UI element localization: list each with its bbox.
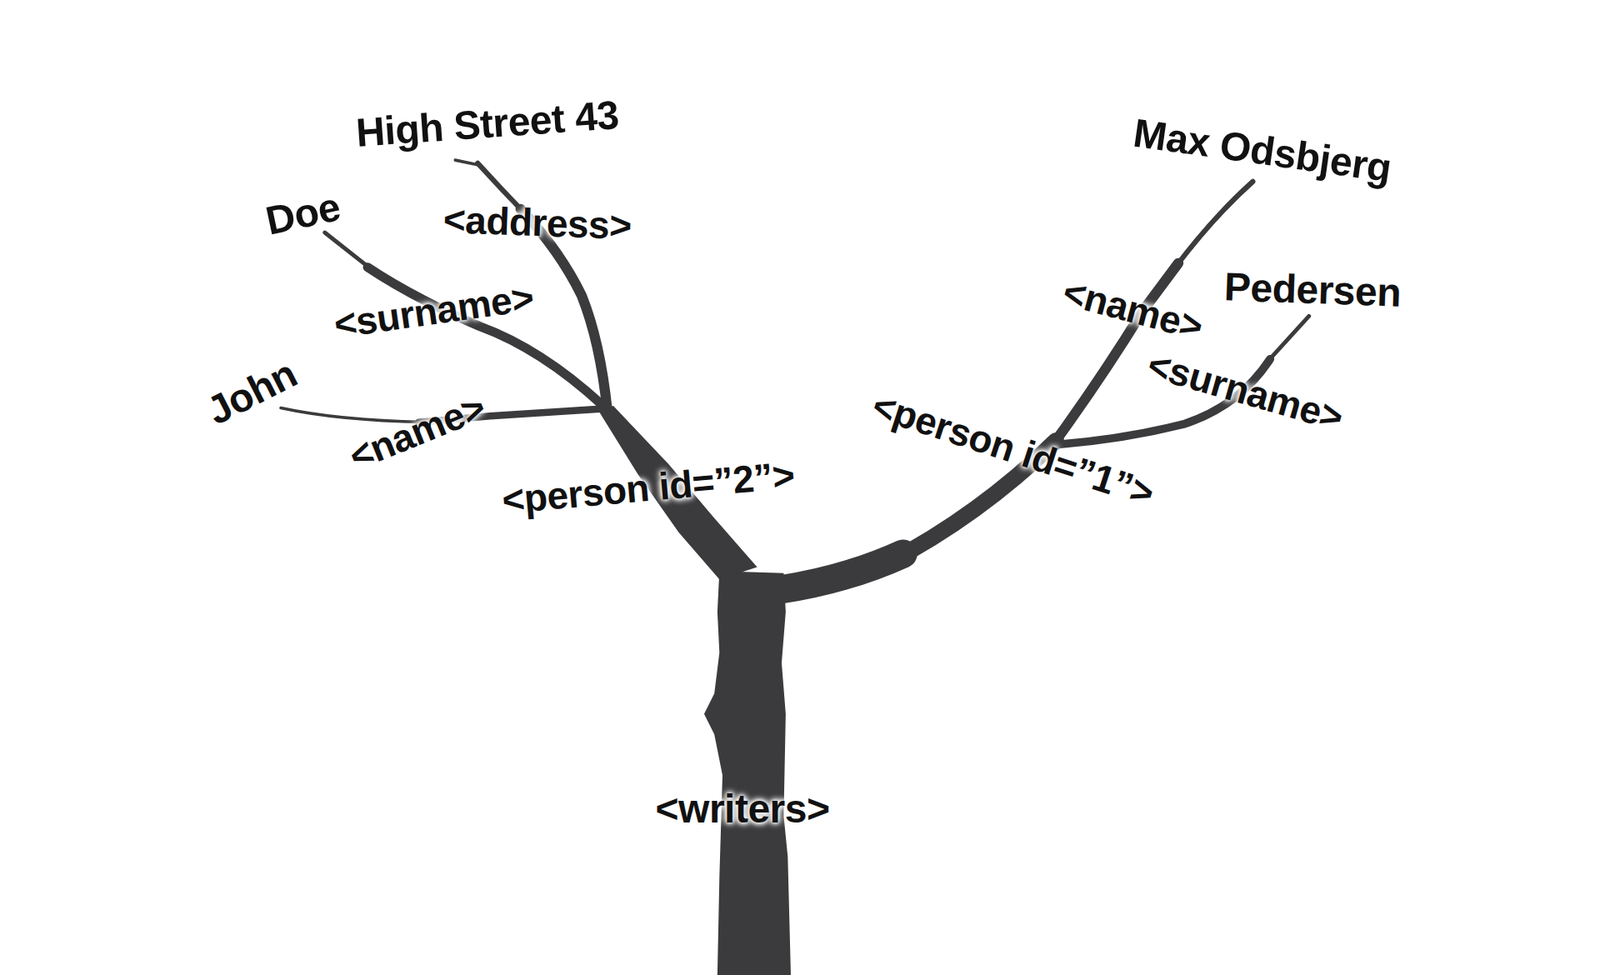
branch bbox=[1175, 181, 1253, 268]
branch bbox=[1267, 315, 1310, 362]
value-label: Doe bbox=[262, 186, 344, 241]
trunk-shape bbox=[704, 570, 791, 975]
tag-label: <surname> bbox=[330, 277, 535, 344]
tag-label: <person id=”2”> bbox=[500, 455, 796, 520]
tag-label: <address> bbox=[442, 200, 632, 245]
tag-label: <writers> bbox=[655, 789, 830, 830]
tag-label: <surname> bbox=[1143, 345, 1347, 438]
tag-label: <name> bbox=[343, 387, 490, 477]
tag-label: <person id=”1”> bbox=[868, 385, 1160, 513]
value-label: Max Odsbjerg bbox=[1130, 113, 1394, 190]
value-label: John bbox=[200, 353, 303, 432]
value-label: High Street 43 bbox=[355, 95, 620, 154]
tag-label: <name> bbox=[1059, 272, 1207, 347]
twig bbox=[455, 160, 480, 165]
value-label: Pedersen bbox=[1223, 266, 1402, 313]
branch bbox=[325, 232, 374, 270]
